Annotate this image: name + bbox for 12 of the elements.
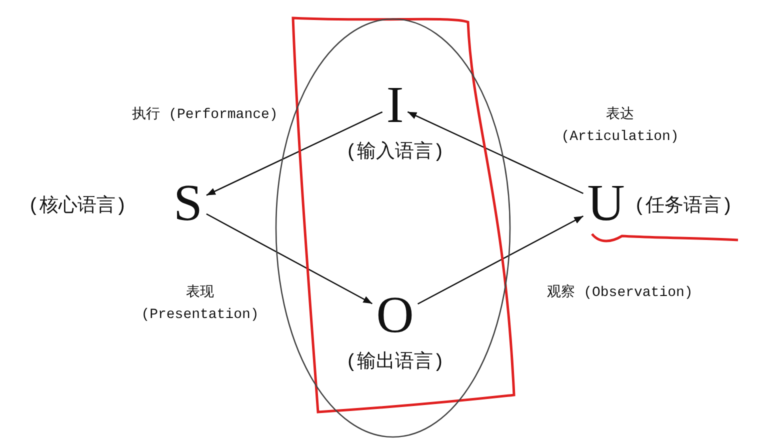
node-letter: I bbox=[386, 80, 404, 132]
node-caption: (任务语言) bbox=[634, 194, 733, 218]
node-caption: (核心语言) bbox=[28, 194, 127, 218]
node-letter: U bbox=[587, 178, 625, 230]
node-letter: S bbox=[174, 178, 202, 230]
node-caption: (输入语言) bbox=[346, 140, 444, 164]
node-letter: O bbox=[376, 290, 414, 342]
node-caption: (输出语言) bbox=[346, 350, 444, 374]
arrow bbox=[206, 213, 373, 304]
arrow bbox=[417, 216, 584, 304]
arrow bbox=[407, 111, 584, 194]
arrow bbox=[206, 111, 383, 196]
